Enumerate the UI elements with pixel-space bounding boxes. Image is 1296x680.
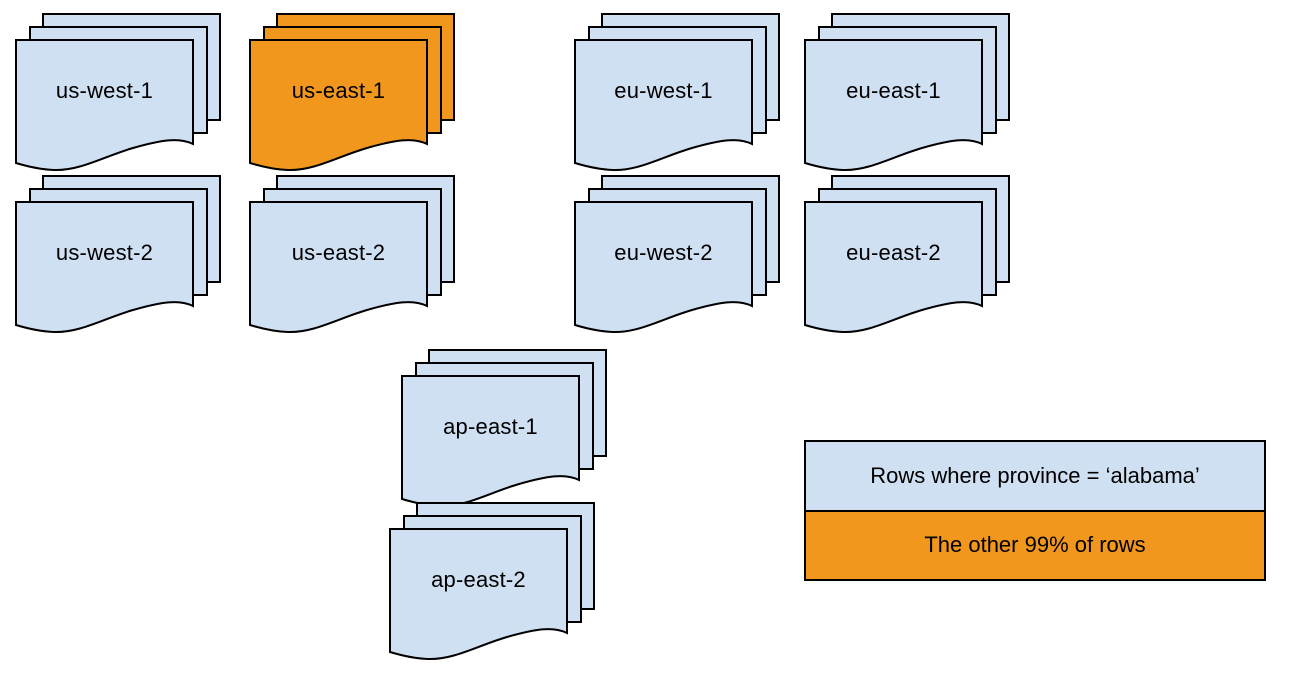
document-stack-icon	[801, 174, 1013, 336]
legend: Rows where province = ‘alabama’ The othe…	[804, 440, 1266, 581]
document-stack-icon	[801, 12, 1013, 174]
region-stack-us-west-2: us-west-2	[12, 174, 224, 336]
region-stack-us-east-2: us-east-2	[246, 174, 458, 336]
document-stack-icon	[12, 174, 224, 336]
legend-label-other-rows: The other 99% of rows	[924, 532, 1146, 558]
region-stack-us-west-1: us-west-1	[12, 12, 224, 174]
region-stack-eu-west-1: eu-west-1	[571, 12, 783, 174]
legend-label-alabama: Rows where province = ‘alabama’	[870, 462, 1200, 488]
document-stack-icon	[571, 12, 783, 174]
region-stack-eu-east-1: eu-east-1	[801, 12, 1013, 174]
document-stack-icon	[398, 348, 610, 510]
legend-row-alabama: Rows where province = ‘alabama’	[806, 442, 1264, 510]
document-stack-icon	[12, 12, 224, 174]
document-stack-icon	[386, 501, 598, 663]
region-stack-ap-east-2: ap-east-2	[386, 501, 598, 663]
region-stack-eu-east-2: eu-east-2	[801, 174, 1013, 336]
document-stack-icon	[571, 174, 783, 336]
document-stack-icon	[246, 174, 458, 336]
legend-row-other-rows: The other 99% of rows	[806, 509, 1264, 579]
document-stack-icon	[246, 12, 458, 174]
region-stack-ap-east-1: ap-east-1	[398, 348, 610, 510]
region-stack-eu-west-2: eu-west-2	[571, 174, 783, 336]
region-stack-us-east-1: us-east-1	[246, 12, 458, 174]
